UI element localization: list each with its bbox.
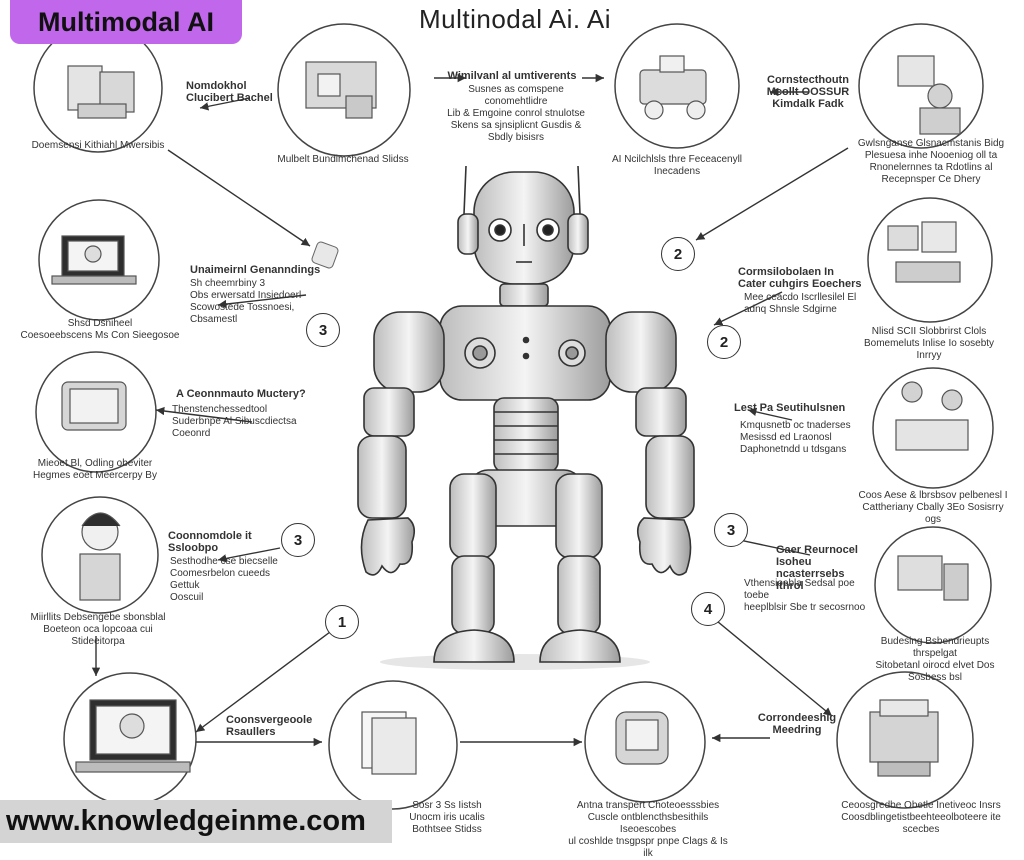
heading-right-2: Cormsilobolaen In Cater cuhgirs Eoechers [738,266,862,290]
small-device-icon [311,241,339,269]
caption-top-right: AI Ncilchlsls thre Feceacenyll Inecadens [611,154,743,177]
robot-illustration [357,165,695,670]
step-number: 1 [325,605,359,639]
arrow [747,407,793,421]
heading-bottom-left: Coonsvergeoole Rsaullers [226,714,313,738]
text-left-person: Sesthodhe cse biecselle Coomesrbelon cue… [170,556,278,603]
caption-bottom-center: Sosr 3 Ss Iistsh Unocm iris ucalis Botht… [409,800,485,835]
text-left-tablet: Thenstenchessedtool Suderbnpe Al Sibuscd… [172,404,297,439]
text-right-2: Mee ceacdo Iscrllesilel El adnq Shnsle S… [744,292,857,315]
page-title: Multinodal Ai. Ai [418,4,612,34]
caption-right-2: Nlisd SCII Slobbrirst Clols Bomemeluts I… [863,326,995,361]
step-number: 3 [281,523,315,557]
vignette-workstation-right [867,197,993,323]
arrow [705,611,833,717]
heading-top-mid: Wimilvanl al umtiverents [447,70,577,82]
vignette-people-right [872,367,994,489]
step-number: 3 [714,513,748,547]
vignette-scanner-bottom [584,681,706,803]
step-number: 3 [306,313,340,347]
caption-right-1: Gwlsnganse Glsnacmstanis Bidg Plesuesa i… [857,138,1005,185]
vignette-devices-right [874,526,992,644]
vignette-printer-bottom [836,671,974,809]
heading-left-person: Coonnomdole it Ssloobpo [168,530,252,554]
heading-left-tablet: A Ceonnmauto Muctery? [176,388,306,400]
caption-left-tablet: Mieoet Bl, Odling obeviter Hegmes eoet M… [33,458,157,481]
caption-right-4: Budesing Bsbendrieupts thrspelgat Sitobe… [875,636,995,683]
arrow [199,97,251,111]
vignette-person-left [41,496,159,614]
step-number: 4 [691,592,725,626]
caption-left-laptop: Shsd Dsniheel Coesoeebscens Ms Con Sieeg… [20,318,180,341]
arrow [167,149,311,247]
footer-url: www.knowledgeinme.com [0,800,392,843]
caption-top-left: Doemsensi Kithiahl Mwersibis [31,140,165,151]
caption-left-person: Miirllits Debsengebe sbonsblal Boeteon o… [30,612,166,647]
arrow [217,294,307,309]
heading-bottom-right: Corrondeeshig Meedring [757,712,837,736]
step-number: 2 [707,325,741,359]
arrow [695,147,849,241]
caption-bottom-center-2: Antna transpert Choteoesssbies Cuscle on… [568,800,728,859]
text-left-mid: Sh cheemrbiny 3 Obs erwersatd Insiedoerl… [190,278,302,325]
vignette-laptop-left [38,199,160,321]
heading-right-3: Lest Pa Seutihulsnen [734,402,846,414]
vignette-robot-cart [614,23,740,149]
note-top-left: Nomdokhol Clucibert Bachel [186,80,273,104]
text-top-mid: Susnes as comspene conomehtlidre Lib & E… [447,84,585,143]
caption-right-3: Coos Aese & lbrsbsov pelbenesl I Catther… [858,490,1008,525]
note-top-right: Cornstecthoutn Mcollt OOSSUR Kimdalk Fad… [766,74,850,110]
arrow [713,291,783,326]
header-badge: Multimodal AI [10,0,242,44]
text-right-4: Vthensioebla Sedsal poe toebe heeplblsir… [744,578,866,613]
text-right-3: Kmqusnetb oc tnaderses Mesissd ed Lraono… [740,420,851,455]
arrow [155,406,253,423]
caption-top-center: Mulbelt Bundimchenad Slidss [277,154,409,165]
arrow [195,631,331,733]
vignette-machine-top [277,23,411,157]
vignette-papers-bottom [328,680,458,810]
heading-left-mid: Unaimeirnl Genanndings [190,264,321,276]
vignette-person-top-right [858,23,984,149]
heading-right-4: Gaer Reurnocel Isoheu ncasterrsebs Ithro… [776,544,858,592]
caption-bottom-right: Ceoosgredbe Obetle Inetiveoc Insrs Coosd… [841,800,1001,835]
step-number: 2 [661,237,695,271]
arrow [217,547,281,563]
